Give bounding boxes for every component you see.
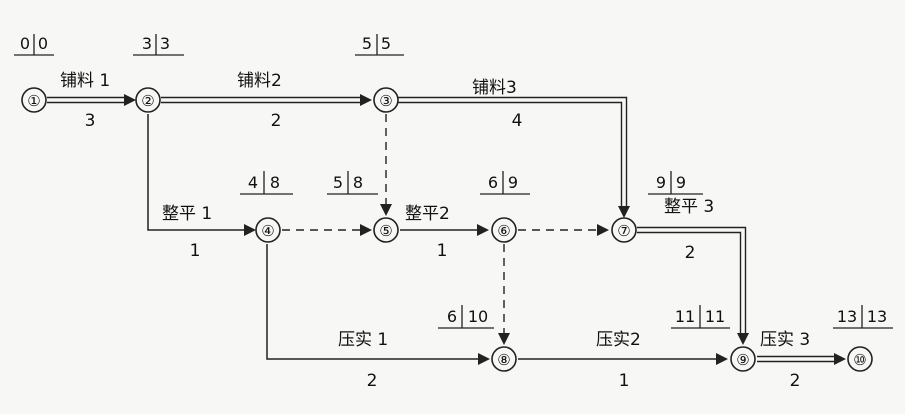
activity-3-7-name: 铺料3 xyxy=(472,78,517,98)
time-earliest-node-3: 5 xyxy=(362,34,372,53)
activity-2-3-duration: 2 xyxy=(271,111,282,131)
node-4-label: ④ xyxy=(261,222,274,240)
time-box-node-8: 6 10 xyxy=(438,305,494,329)
time-earliest-node-6: 6 xyxy=(488,173,498,192)
time-latest-node-6: 9 xyxy=(508,173,518,192)
activity-4-8-duration: 2 xyxy=(367,371,378,391)
edge-5-6 xyxy=(400,224,489,236)
time-box-node-4: 4 8 xyxy=(240,171,293,195)
activity-5-6-name: 整平2 xyxy=(405,204,450,224)
time-earliest-node-9: 11 xyxy=(675,307,695,326)
activity-2-4-name: 整平 1 xyxy=(162,204,212,224)
time-latest-node-8: 10 xyxy=(468,307,488,326)
node-1-label: ① xyxy=(27,92,40,110)
activity-9-10-duration: 2 xyxy=(790,371,801,391)
time-latest-node-10: 13 xyxy=(867,307,887,326)
activity-1-2-duration: 3 xyxy=(85,111,96,131)
time-latest-node-9: 11 xyxy=(705,307,725,326)
node-5: ⑤ xyxy=(373,217,399,243)
time-latest-node-1: 0 xyxy=(38,34,48,53)
time-box-node-1: 0 0 xyxy=(14,34,54,56)
edge-1-2 xyxy=(47,94,136,106)
edge-dummy-6-7 xyxy=(518,224,609,236)
node-3-label: ③ xyxy=(379,92,392,110)
activity-3-7-duration: 4 xyxy=(512,111,523,131)
time-latest-node-3: 5 xyxy=(381,34,391,53)
time-box-node-9: 11 11 xyxy=(671,305,730,329)
activity-9-10-name: 压实 3 xyxy=(760,330,810,350)
time-earliest-node-8: 6 xyxy=(447,307,457,326)
node-6: ⑥ xyxy=(491,217,517,243)
edge-3-7 xyxy=(398,96,630,218)
node-1: ① xyxy=(21,87,47,113)
node-3: ③ xyxy=(373,87,399,113)
activity-2-4-duration: 1 xyxy=(190,241,201,261)
node-5-label: ⑤ xyxy=(379,222,392,240)
time-box-node-10: 13 13 xyxy=(833,305,893,329)
time-earliest-node-2: 3 xyxy=(142,34,152,53)
node-8: ⑧ xyxy=(491,346,517,372)
edge-dummy-6-8 xyxy=(498,244,510,345)
time-latest-node-4: 8 xyxy=(270,173,280,192)
edge-7-9 xyxy=(637,226,749,345)
node-9: ⑨ xyxy=(730,346,756,372)
edge-2-3 xyxy=(161,94,372,106)
node-2-label: ② xyxy=(141,92,154,110)
edge-2-4 xyxy=(147,114,256,236)
time-latest-node-2: 3 xyxy=(160,34,170,53)
edge-8-9 xyxy=(518,353,728,365)
time-earliest-node-1: 0 xyxy=(20,34,30,53)
activity-8-9-name: 压实2 xyxy=(596,330,641,350)
time-box-node-5: 5 8 xyxy=(327,171,378,195)
time-latest-node-7: 9 xyxy=(676,173,686,192)
time-earliest-node-5: 5 xyxy=(333,173,343,192)
node-10: ⑩ xyxy=(847,346,873,372)
activity-7-9-name: 整平 3 xyxy=(664,197,714,217)
time-box-node-2: 3 3 xyxy=(133,34,184,56)
time-latest-node-5: 8 xyxy=(353,173,363,192)
activity-7-9-duration: 2 xyxy=(685,243,696,263)
activity-5-6-duration: 1 xyxy=(437,241,448,261)
activity-4-8-name: 压实 1 xyxy=(338,330,388,350)
node-2: ② xyxy=(135,87,161,113)
edge-4-8 xyxy=(266,244,490,365)
activity-8-9-duration: 1 xyxy=(619,371,630,391)
time-box-node-7: 9 9 xyxy=(648,171,703,195)
edge-dummy-3-5 xyxy=(380,114,392,216)
time-box-node-3: 5 5 xyxy=(355,34,404,56)
node-10-label: ⑩ xyxy=(853,351,866,369)
time-earliest-node-4: 4 xyxy=(248,173,258,192)
node-7: ⑦ xyxy=(611,217,637,243)
node-4: ④ xyxy=(255,217,281,243)
activity-1-2-name: 铺料 1 xyxy=(60,71,110,91)
edge-9-10 xyxy=(757,353,846,365)
node-6-label: ⑥ xyxy=(497,222,510,240)
time-earliest-node-7: 9 xyxy=(656,173,666,192)
node-8-label: ⑧ xyxy=(497,351,510,369)
node-7-label: ⑦ xyxy=(617,222,630,240)
edge-dummy-4-5 xyxy=(282,224,372,236)
activity-2-3-name: 铺料2 xyxy=(237,71,282,91)
node-9-label: ⑨ xyxy=(736,351,749,369)
time-earliest-node-10: 13 xyxy=(837,307,857,326)
time-box-node-6: 6 9 xyxy=(480,171,530,195)
